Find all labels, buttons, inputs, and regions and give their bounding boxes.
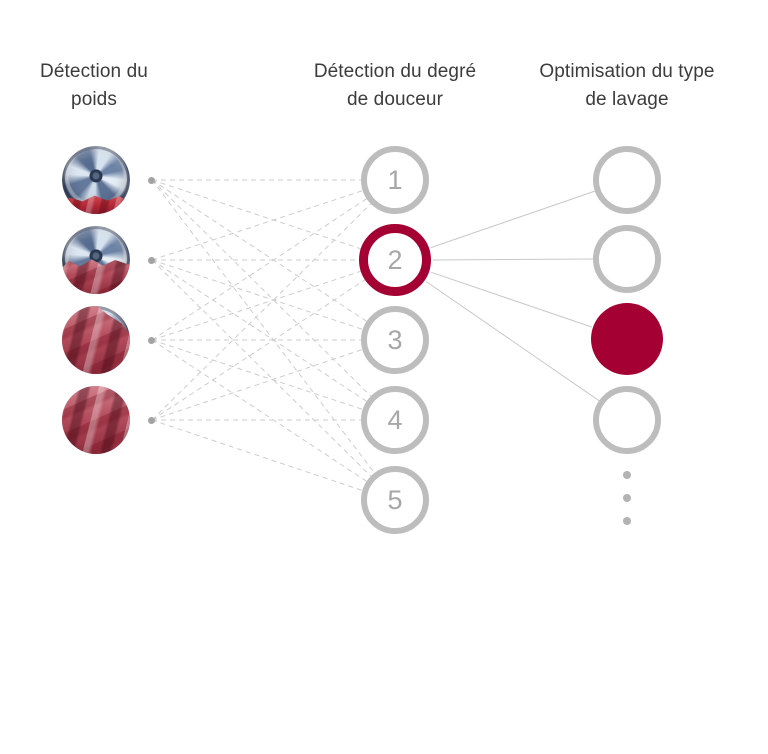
softness-node-1: 1 xyxy=(361,146,429,214)
washing-drum-photo-load-2 xyxy=(62,226,130,294)
column-title-softness-detection: Détection du degré de douceur xyxy=(275,58,515,114)
column-title-weight-detection: Détection du poids xyxy=(0,58,214,114)
input-anchor-dot xyxy=(148,417,155,424)
title-line: Détection du degré xyxy=(313,61,477,82)
output-node-2 xyxy=(593,225,661,293)
more-options-ellipsis-dot xyxy=(623,517,631,525)
softness-node-label: 2 xyxy=(387,244,403,275)
washing-drum-photo-load-3 xyxy=(62,306,130,374)
title-line: de lavage xyxy=(585,89,669,110)
washing-drum-photo-load-1 xyxy=(62,146,130,214)
column-title-wash-optimisation: Optimisation du type de lavage xyxy=(507,58,747,114)
title-line: Optimisation du type xyxy=(539,61,715,82)
washing-drum-photo-load-4 xyxy=(62,386,130,454)
softness-node-2-selected: 2 xyxy=(359,224,431,296)
softness-node-4: 4 xyxy=(361,386,429,454)
hidden-to-output-links xyxy=(426,190,600,402)
input-to-hidden-links xyxy=(151,179,375,492)
input-anchor-dot xyxy=(148,177,155,184)
title-line: de douceur xyxy=(346,89,444,110)
laundry-fabric-overlay xyxy=(62,386,130,454)
more-options-ellipsis-dot xyxy=(623,494,631,502)
softness-node-label: 5 xyxy=(387,484,403,515)
softness-node-label: 3 xyxy=(387,324,403,355)
input-anchor-dot xyxy=(148,337,155,344)
output-node-3-highlighted xyxy=(591,303,663,375)
output-node-1 xyxy=(593,146,661,214)
more-options-ellipsis-dot xyxy=(623,471,631,479)
softness-node-3: 3 xyxy=(361,306,429,374)
output-node-4 xyxy=(593,386,661,454)
softness-node-5: 5 xyxy=(361,466,429,534)
title-line: poids xyxy=(71,89,117,110)
softness-node-label: 1 xyxy=(387,164,403,195)
input-anchor-dot xyxy=(148,257,155,264)
softness-node-label: 4 xyxy=(387,404,403,435)
title-line: Détection du xyxy=(40,61,148,82)
laundry-fabric-overlay xyxy=(62,259,130,294)
